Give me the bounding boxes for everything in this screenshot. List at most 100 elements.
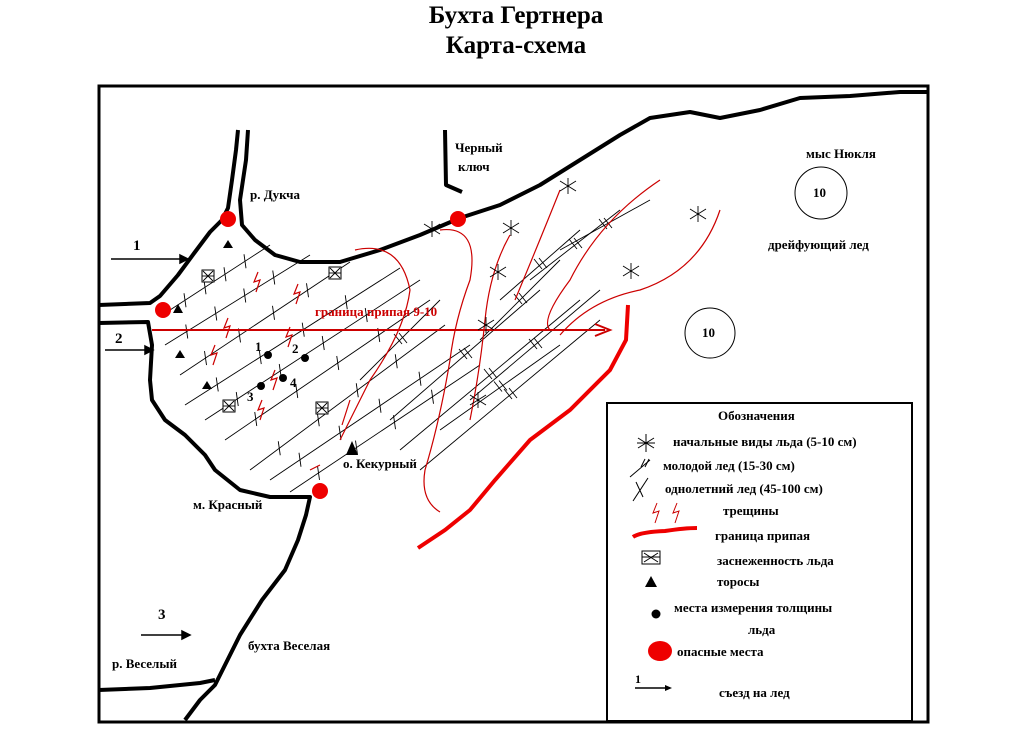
one-year-ice-tick [336, 355, 340, 371]
triangle-icon [645, 576, 657, 587]
red-dot-icon [220, 211, 236, 227]
one-year-ice-line [204, 279, 421, 421]
entry-1-label: 1 [133, 238, 141, 254]
snow-box-icon [328, 266, 342, 280]
young-ice-line [479, 259, 561, 341]
young-ice-line [529, 209, 621, 281]
one-year-ice-tick [214, 306, 218, 321]
young-ice-tick [503, 388, 513, 400]
measurement-point [264, 351, 272, 359]
one-year-ice-tick [431, 389, 434, 404]
legend-label: граница припая [715, 528, 810, 543]
red-dot-icon [312, 483, 328, 499]
young-ice-tick [573, 237, 583, 249]
asterisk-icon [637, 434, 655, 452]
hummocks [173, 240, 358, 455]
map-frame [97, 84, 930, 724]
young-ice-tick [533, 337, 543, 349]
snow-box-icon [641, 550, 661, 565]
young-ice-line [359, 299, 441, 381]
one-year-ice-tick [223, 267, 227, 282]
young-ice-tick [463, 347, 473, 359]
legend-arrow-number: 1 [635, 672, 641, 686]
concentration-circle [794, 166, 848, 220]
one-year-ice-tick [215, 377, 219, 392]
measurement-points [257, 351, 309, 390]
entry-3-label: 3 [158, 607, 166, 623]
triangle-icon [346, 441, 358, 455]
one-year-ice-line [224, 299, 431, 441]
one-year-ice-line [289, 364, 481, 493]
legend-label: места измерения толщины [674, 600, 832, 615]
arrowhead-icon [594, 323, 613, 337]
measurement-point [301, 354, 309, 362]
one-year-ice-line [169, 244, 271, 311]
red-dot-icon [450, 211, 466, 227]
asterisk-icon [423, 221, 441, 237]
cracks [209, 179, 721, 513]
asterisk-icon [477, 317, 495, 333]
young-ice-line [469, 289, 601, 401]
young-ice-line [559, 199, 651, 251]
one-year-ice-tick [316, 412, 320, 427]
legend-label: торосы [717, 574, 759, 589]
young-ice-tick [568, 238, 578, 250]
red-dot-icon [155, 302, 171, 318]
one-year-ice-tick [364, 307, 368, 323]
one-year-ice-tick [355, 440, 358, 455]
triangle-icon [202, 381, 212, 389]
one-year-ice-tick [295, 383, 299, 399]
one-year-ice-tick [393, 415, 396, 430]
young-ice-tick [498, 380, 508, 391]
triangle-icon [173, 304, 183, 313]
legend-label: трещины [723, 503, 779, 518]
young-ice-tick [538, 257, 548, 269]
asterisk-icon [469, 392, 487, 408]
snow-box-icon [315, 401, 329, 415]
snow-cover-marks [201, 266, 342, 415]
asterisk-icon [689, 206, 707, 222]
one-year-ice-tick [394, 354, 398, 369]
young-ice-tick [518, 292, 528, 304]
young-ice-tick [528, 338, 538, 350]
cape-krasnyi-label: м. Красный [193, 497, 263, 512]
one-year-ice-tick [321, 335, 325, 351]
one-year-ice-tick [277, 441, 281, 456]
young-ice-tick [458, 348, 468, 360]
chernyi-kluch-label-2: ключ [458, 159, 490, 174]
one-year-ice-tick [258, 349, 262, 365]
one-year-ice-tick [203, 280, 207, 295]
ice-hatching [164, 199, 651, 493]
one-year-ice-line [249, 324, 446, 471]
young-ice-tick [483, 368, 493, 380]
point-2-label: 2 [292, 341, 299, 356]
bay-veselaya-label: бухта Веселая [248, 638, 330, 653]
one-year-ice-line [269, 344, 471, 481]
legend-label: опасные места [677, 644, 764, 659]
triangle-icon [175, 350, 185, 358]
asterisk-icon [489, 264, 507, 280]
one-year-ice-tick [344, 295, 348, 310]
one-year-ice-tick [235, 391, 239, 407]
young-ice-line [399, 299, 581, 451]
one-year-ice-tick [298, 452, 302, 467]
river-dukcha-label: р. Дукча [250, 187, 300, 202]
one-year-ice-tick [204, 350, 207, 366]
legend-label-cont: льда [748, 622, 776, 637]
concentration-value: 10 [813, 185, 826, 200]
legend-title: Обозначения [718, 408, 795, 423]
one-year-ice-tick [418, 371, 422, 386]
river-veselyi-label: р. Веселый [112, 656, 177, 671]
cape-nyukla-label: мыс Нюкля [806, 146, 876, 161]
measurement-point [279, 374, 287, 382]
one-year-ice-tick [254, 411, 258, 427]
kekurnyi-label: о. Кекурный [343, 456, 417, 471]
triangle-icon [223, 240, 233, 248]
fast-ice-edge-label: граница припая 9-10 [315, 304, 437, 319]
young-ice-line [499, 229, 581, 301]
chernyi-kluch-label: Черный [455, 140, 503, 155]
arrow-icon [635, 685, 672, 691]
red-dot-icon [648, 641, 672, 661]
crossed-slash-icon [632, 477, 649, 502]
